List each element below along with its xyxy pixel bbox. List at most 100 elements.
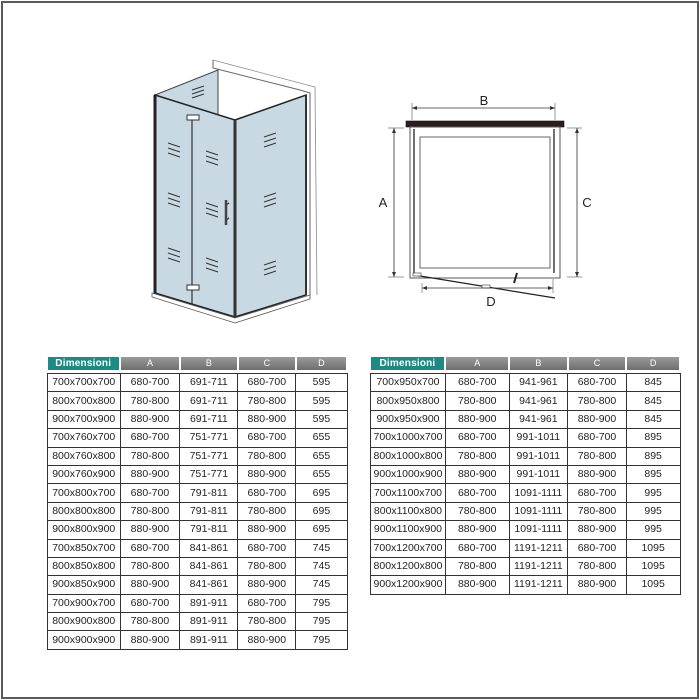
cell-a: 680-700 [119,593,181,614]
label-c: C [582,195,591,210]
cell-dimensioni: 800x700x800 [47,391,121,411]
cell-b: 691-711 [179,409,239,430]
cell-a: 680-700 [444,483,510,503]
cell-c: 880-900 [567,409,627,430]
shower-enclosure-isometric [151,59,318,324]
header-b: B [179,357,239,370]
header-d: D [295,357,349,370]
cell-a: 680-700 [444,372,510,393]
cell-d: 995 [625,483,681,503]
cell-b: 791-811 [179,483,239,503]
cell-d: 595 [295,391,348,411]
cell-c: 780-800 [567,446,627,466]
cell-d: 745 [295,556,348,577]
cell-d: 895 [625,428,681,448]
cell-a: 780-800 [444,556,510,577]
cell-c: 780-800 [567,391,627,411]
cell-a: 880-900 [444,409,510,430]
plan-view-dimensions: B A C D [379,93,592,309]
cell-d: 795 [295,593,348,614]
cell-b: 941-961 [508,372,569,393]
cell-dimensioni: 800x900x800 [47,612,121,632]
cell-b: 1191-1211 [508,575,569,595]
cell-c: 680-700 [237,372,297,393]
cell-a: 880-900 [119,520,181,540]
cell-d: 695 [295,520,348,540]
cell-b: 751-771 [179,464,239,485]
cell-c: 680-700 [567,428,627,448]
cell-a: 780-800 [444,391,510,411]
cell-c: 680-700 [567,538,627,558]
cell-d: 895 [625,464,681,485]
cell-dimensioni: 700x900x700 [47,593,121,614]
cell-b: 841-861 [179,575,239,595]
cell-a: 780-800 [444,446,510,466]
cell-b: 891-911 [179,630,239,650]
cell-c: 680-700 [237,593,297,614]
cell-c: 780-800 [567,556,627,577]
cell-d: 595 [295,409,348,430]
cell-c: 780-800 [567,501,627,522]
cell-dimensioni: 700x760x700 [47,428,121,448]
cell-b: 1091-1111 [508,520,569,540]
cell-c: 680-700 [237,538,297,558]
cell-dimensioni: 700x1200x700 [370,538,446,558]
cell-dimensioni: 900x1000x900 [370,464,446,485]
cell-b: 1191-1211 [508,556,569,577]
cell-dimensioni: 700x1100x700 [370,483,446,503]
cell-d: 745 [295,575,348,595]
cell-b: 941-961 [508,409,569,430]
cell-c: 780-800 [237,446,297,466]
cell-a: 880-900 [119,409,181,430]
cell-dimensioni: 900x800x900 [47,520,121,540]
cell-dimensioni: 900x950x900 [370,409,446,430]
cell-d: 845 [625,409,681,430]
cell-dimensioni: 800x950x800 [370,391,446,411]
cell-b: 691-711 [179,391,239,411]
cell-dimensioni: 800x800x800 [47,501,121,522]
cell-c: 880-900 [567,464,627,485]
cell-b: 1191-1211 [508,538,569,558]
cell-c: 780-800 [237,612,297,632]
header-c: C [567,357,628,370]
table-header-row: Dimensioni A B C D [370,357,681,370]
cell-d: 745 [295,538,348,558]
cell-d: 655 [295,428,348,448]
header-dimensioni: Dimensioni [370,357,447,370]
cell-a: 780-800 [119,446,181,466]
cell-dimensioni: 800x1000x800 [370,446,446,466]
cell-d: 895 [625,446,681,466]
cell-d: 1095 [625,556,681,577]
cell-dimensioni: 700x700x700 [47,372,121,393]
cell-dimensioni: 800x850x800 [47,556,121,577]
cell-c: 880-900 [237,409,297,430]
cell-c: 880-900 [237,520,297,540]
cell-d: 995 [625,501,681,522]
cell-d: 795 [295,612,348,632]
cell-c: 880-900 [237,464,297,485]
cell-d: 655 [295,446,348,466]
cell-a: 780-800 [119,391,181,411]
cell-dimensioni: 700x950x700 [370,372,446,393]
label-a: A [379,195,388,210]
table-header-row: Dimensioni A B C D [47,357,349,370]
cell-c: 780-800 [237,501,297,522]
cell-dimensioni: 800x760x800 [47,446,121,466]
cell-b: 991-1011 [508,446,569,466]
label-d: D [486,294,495,309]
cell-c: 680-700 [237,483,297,503]
cell-a: 880-900 [119,630,181,650]
